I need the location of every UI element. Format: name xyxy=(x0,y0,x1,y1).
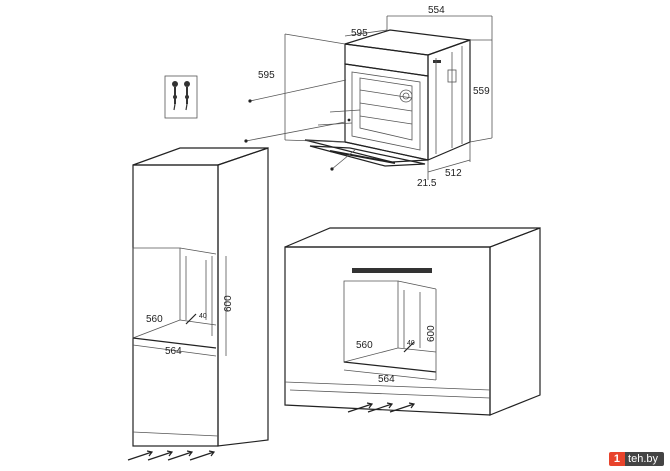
dimension-width-top: 554 xyxy=(428,5,445,16)
watermark: 1 teh.by xyxy=(608,451,664,467)
screws-inset-frame xyxy=(164,75,198,119)
screw-icon xyxy=(184,81,190,111)
dimension-depth: 512 xyxy=(445,168,462,179)
counter-side xyxy=(489,227,541,416)
screw-icon xyxy=(172,81,178,111)
airflow-arrows xyxy=(347,402,416,413)
dimension-height-right: 559 xyxy=(473,86,490,97)
watermark-mark: 1 xyxy=(608,452,626,466)
under-counter-cabinet-drawing xyxy=(284,227,541,416)
dimension-width-front: 595 xyxy=(351,28,368,39)
tall-cabinet-top xyxy=(132,147,269,166)
counter-niche-width-back: 560 xyxy=(356,340,373,351)
tall-gap: 40 xyxy=(199,313,207,320)
handle-slot xyxy=(352,268,432,273)
oven-cavity xyxy=(351,71,421,151)
counter-niche-height: 600 xyxy=(426,325,437,342)
airflow-arrows xyxy=(127,450,216,461)
counter-gap: 40 xyxy=(407,340,415,347)
oven-front-frame xyxy=(344,63,429,161)
counter-niche-width-front: 564 xyxy=(378,374,395,385)
oven-drawing xyxy=(244,15,493,180)
tall-cabinet-front xyxy=(132,164,219,447)
tall-niche-width-front: 564 xyxy=(165,346,182,357)
watermark-text: teh.by xyxy=(625,452,664,466)
tall-niche-width-back: 560 xyxy=(146,314,163,325)
tall-niche-height: 600 xyxy=(223,295,234,312)
tall-cabinet-drawing xyxy=(127,147,269,461)
oven-control-panel xyxy=(344,43,429,77)
screws-inset xyxy=(164,75,198,119)
dimension-height-side: 595 xyxy=(258,70,275,81)
fan-icon xyxy=(399,89,413,103)
tall-cabinet-side xyxy=(217,147,269,447)
oven-side-panel xyxy=(427,39,471,161)
dimension-door-offset: 21.5 xyxy=(417,178,437,189)
counter-top xyxy=(284,227,541,248)
